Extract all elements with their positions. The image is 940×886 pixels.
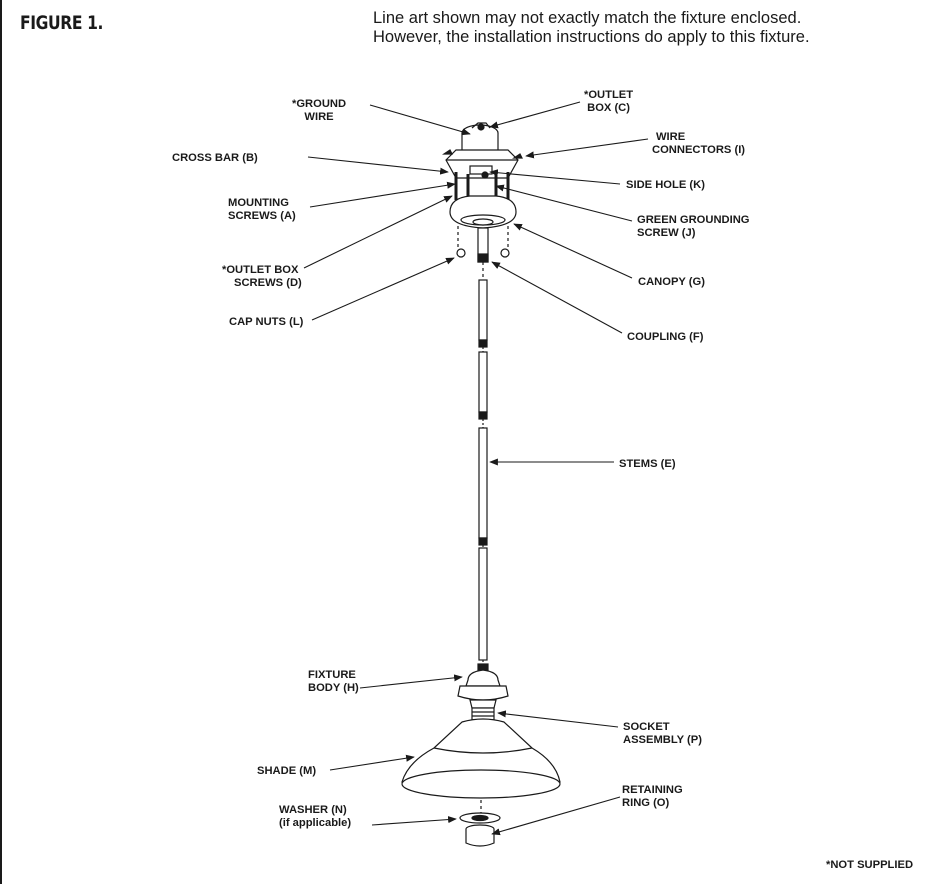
- disclaimer-line-1: Line art shown may not exactly match the…: [373, 9, 802, 27]
- label-shade: SHADE (M): [257, 765, 317, 777]
- leader-green-grounding-screw: [495, 184, 633, 222]
- leader-wire-connectors: [525, 138, 649, 159]
- leader-ground-wire: [369, 104, 471, 136]
- cap-nut-right: [500, 248, 510, 258]
- stem-3: [478, 427, 488, 546]
- label-cap-nuts: CAP NUTS (L): [229, 316, 304, 328]
- coupling-part: [477, 227, 489, 280]
- label-washer: WASHER (N)(if applicable): [279, 804, 352, 829]
- leader-socket-assembly: [497, 710, 619, 728]
- leader-cap-nuts: [311, 257, 455, 321]
- washer-part: [459, 812, 501, 824]
- leader-fixture-body: [359, 674, 463, 689]
- leader-mounting-screws: [309, 181, 456, 208]
- leader-canopy: [513, 223, 633, 279]
- disclaimer-line-2: However, the installation instructions d…: [373, 28, 810, 46]
- figure-title: FIGURE 1.: [20, 12, 104, 34]
- disclaimer-note: Line art shown may not exactly match the…: [373, 9, 939, 47]
- label-cross-bar: CROSS BAR (B): [172, 152, 258, 164]
- stem-4: [478, 547, 488, 661]
- label-coupling: COUPLING (F): [627, 331, 704, 343]
- footnote-not-supplied: *NOT SUPPLIED: [826, 859, 914, 871]
- stem-1: [478, 279, 488, 348]
- leader-retaining-ring: [491, 796, 621, 836]
- shade-part: [401, 718, 561, 814]
- leader-side-hole: [489, 169, 621, 185]
- cap-nut-left: [456, 248, 466, 258]
- label-canopy: CANOPY (G): [638, 276, 705, 288]
- canopy-part: [449, 195, 517, 248]
- leader-cross-bar: [307, 156, 449, 175]
- leader-outlet-box: [489, 101, 581, 129]
- label-stems: STEMS (E): [619, 458, 676, 470]
- stem-2: [478, 351, 488, 420]
- label-side-hole: SIDE HOLE (K): [626, 179, 705, 191]
- leader-shade: [329, 754, 415, 771]
- leader-outlet-box-screws: [303, 195, 453, 269]
- leader-washer: [371, 816, 457, 826]
- retaining-ring-part: [465, 824, 495, 847]
- leader-coupling: [491, 261, 623, 334]
- socket-assembly-part: [471, 707, 495, 721]
- fixture-body-part: [457, 663, 509, 709]
